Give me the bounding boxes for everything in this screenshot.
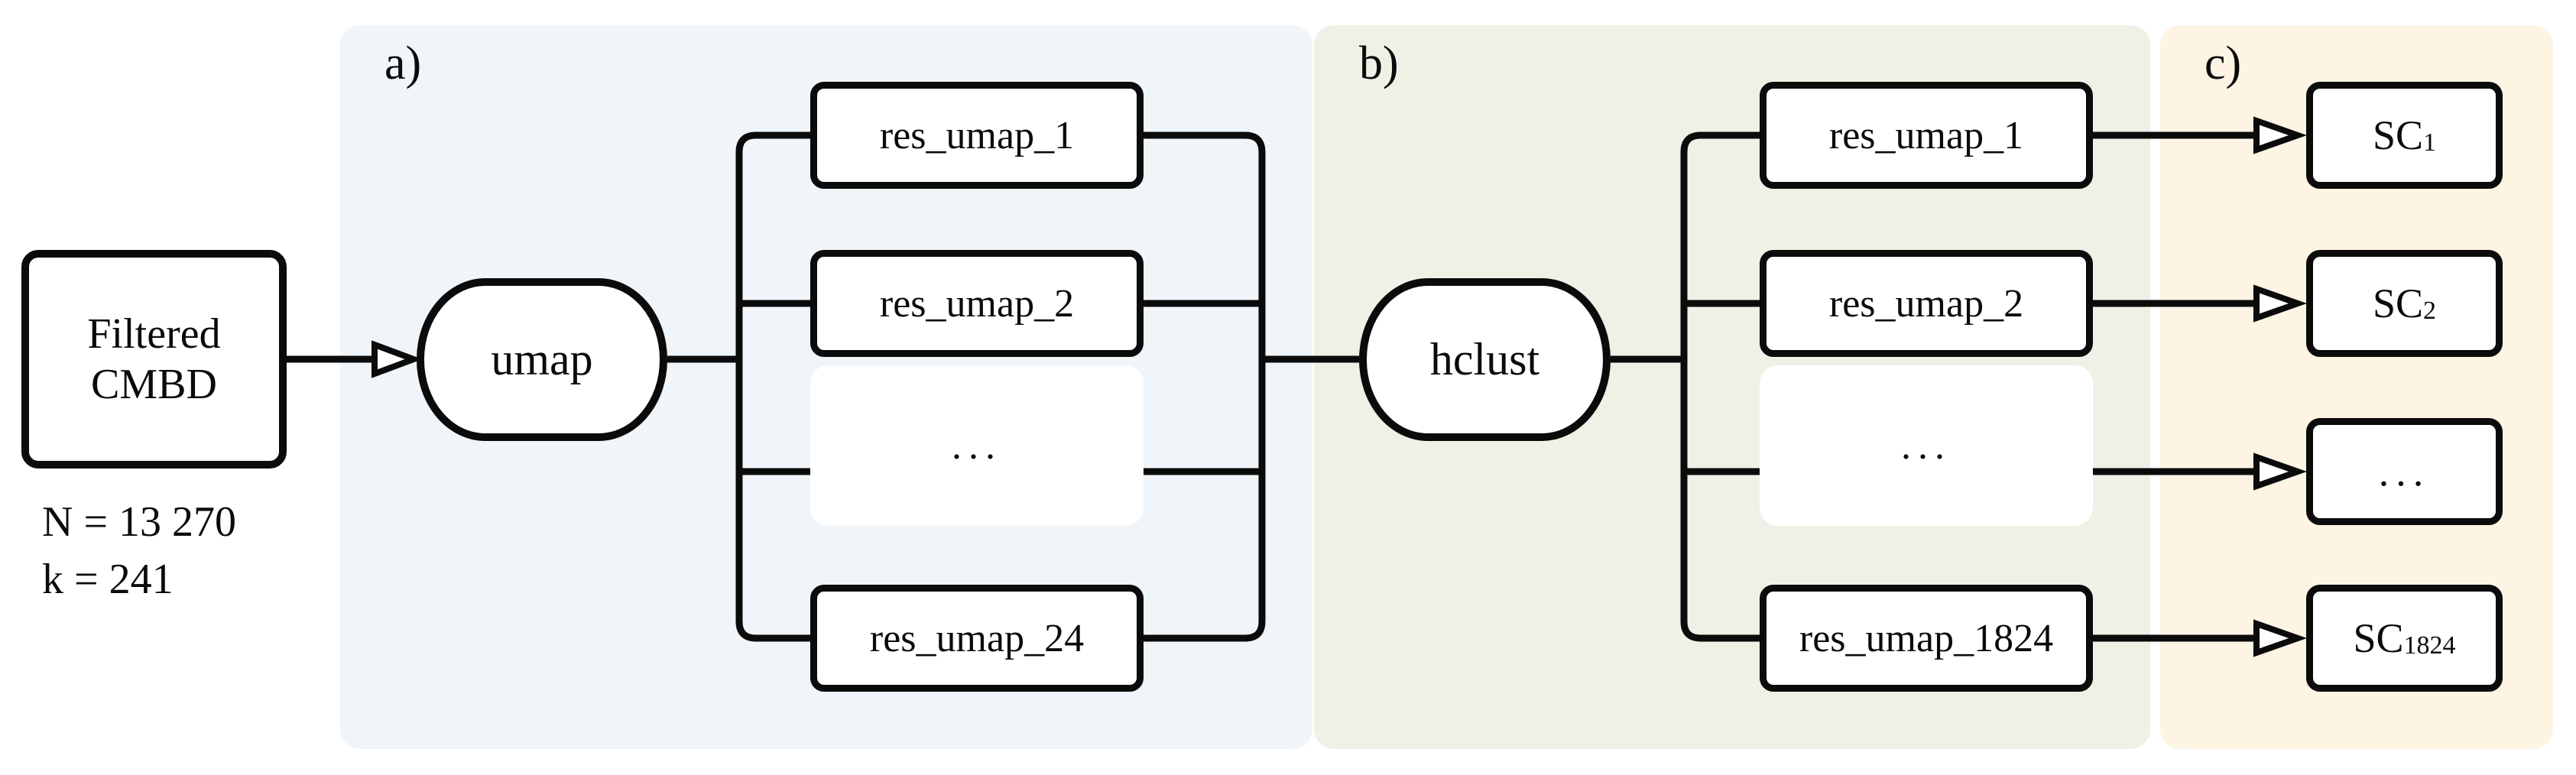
filtered-cmbd-line1: Filtered bbox=[87, 310, 221, 358]
umap-process-node: umap bbox=[417, 278, 667, 441]
arrowhead-sc1 bbox=[2253, 116, 2308, 154]
hclust-output-box-2: res_umap_2 bbox=[1760, 250, 2093, 357]
umap-output-box-24: res_umap_24 bbox=[810, 585, 1144, 692]
filtered-cmbd-line2: CMBD bbox=[91, 361, 217, 408]
umap-output-box-2: res_umap_2 bbox=[810, 250, 1144, 357]
sc-1824-label: SC bbox=[2353, 615, 2404, 661]
bracket-umap-outputs bbox=[735, 131, 810, 642]
arrowhead-sc-dots bbox=[2253, 452, 2308, 491]
arrowhead-sc1824 bbox=[2253, 619, 2308, 657]
umap-output-ellipsis-box: ... bbox=[810, 365, 1144, 526]
hclust-process-node: hclust bbox=[1359, 278, 1611, 441]
bracket-hclust-outputs bbox=[1680, 131, 1760, 642]
sample-size-annotation: N = 13 270 bbox=[42, 498, 237, 546]
sc-ellipsis-label: ... bbox=[2378, 449, 2431, 495]
section-b-label: b) bbox=[1359, 37, 1399, 89]
hclust-output-box-1: res_umap_1 bbox=[1760, 82, 2093, 189]
sc-2-label: SC bbox=[2372, 280, 2424, 326]
sc-1-label: SC bbox=[2372, 112, 2424, 158]
section-c-label: c) bbox=[2205, 37, 2242, 89]
filtered-cmbd-node: Filtered CMBD bbox=[21, 250, 287, 469]
hclust-output-ellipsis-box: ... bbox=[1760, 365, 2093, 526]
umap-output-box-1: res_umap_1 bbox=[810, 82, 1144, 189]
sc-1824-subscript: 1824 bbox=[2403, 631, 2456, 660]
sc-box-ellipsis: ... bbox=[2306, 418, 2503, 525]
hclust-output-ellipsis: ... bbox=[1901, 423, 1951, 468]
section-a-label: a) bbox=[384, 37, 422, 89]
umap-output-ellipsis: ... bbox=[952, 423, 1002, 468]
bracket-outputs-to-hclust bbox=[1144, 131, 1266, 642]
arrowhead-source-to-umap bbox=[371, 340, 423, 378]
hclust-output-box-1824: res_umap_1824 bbox=[1760, 585, 2093, 692]
arrowhead-sc2 bbox=[2253, 284, 2308, 323]
sc-1-subscript: 1 bbox=[2423, 128, 2437, 157]
k-annotation: k = 241 bbox=[42, 556, 174, 603]
sc-2-subscript: 2 bbox=[2423, 296, 2437, 325]
